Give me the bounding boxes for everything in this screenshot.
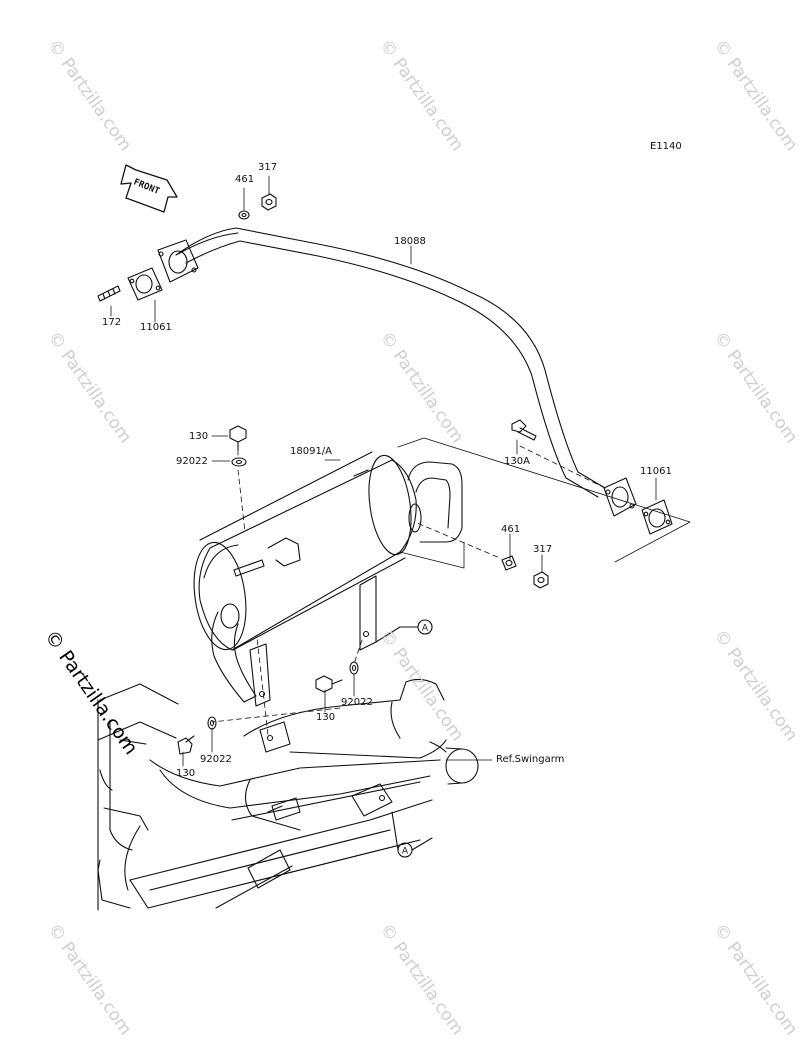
part-label-317-top: 317 xyxy=(258,162,278,173)
part-label-18088: 18088 xyxy=(394,236,426,247)
callout-a-upper xyxy=(375,619,433,643)
washer-92022-low xyxy=(207,716,217,730)
bolt-130-top xyxy=(229,425,247,451)
washer-92022-mid xyxy=(349,661,359,675)
leader-lines xyxy=(110,175,657,767)
gasket-11061-left xyxy=(127,267,163,301)
callout-a-upper-letter: A xyxy=(422,624,429,634)
part-label-92022-top: 92022 xyxy=(176,456,208,467)
diagram-code: E1140 xyxy=(650,141,682,152)
bolt-130A xyxy=(511,419,537,441)
part-label-11061-left: 11061 xyxy=(140,322,172,333)
part-label-317-right: 317 xyxy=(533,544,553,555)
part-label-130-top: 130 xyxy=(189,431,209,442)
reference-label-swingarm: Ref.Swingarm xyxy=(496,754,565,765)
stud-172 xyxy=(97,285,121,302)
bolt-130-mid xyxy=(315,675,343,693)
part-label-92022-low: 92022 xyxy=(200,754,232,765)
washer-461-right xyxy=(501,555,517,571)
swingarm-frame xyxy=(97,678,479,911)
callout-a-lower-letter: A xyxy=(402,847,409,857)
washer-461-top xyxy=(238,210,250,220)
bolt-130-low xyxy=(177,735,195,755)
part-label-130A: 130A xyxy=(504,456,530,467)
muffler-18091A xyxy=(193,451,463,707)
gasket-11061-right xyxy=(641,499,673,535)
pipe-flange-right xyxy=(603,477,637,517)
front-arrow-icon: FRONT xyxy=(120,164,178,213)
part-label-461-right: 461 xyxy=(501,524,521,535)
assembly-frame xyxy=(383,437,691,569)
exhaust-pipe-18088 xyxy=(175,227,606,498)
callout-a-lower xyxy=(391,811,433,858)
svg-text:FRONT: FRONT xyxy=(132,178,161,198)
part-label-130-low: 130 xyxy=(176,768,196,779)
washer-92022-top xyxy=(231,457,247,467)
nut-317-right xyxy=(533,571,549,589)
part-label-172: 172 xyxy=(102,317,122,328)
part-label-130-mid: 130 xyxy=(316,712,336,723)
nut-317-top xyxy=(261,193,277,211)
part-label-11061-right: 11061 xyxy=(640,466,672,477)
pipe-flange-left xyxy=(157,239,199,283)
part-label-18091A: 18091/A xyxy=(290,446,333,457)
part-label-92022-mid: 92022 xyxy=(341,697,373,708)
part-label-461-top: 461 xyxy=(235,174,255,185)
